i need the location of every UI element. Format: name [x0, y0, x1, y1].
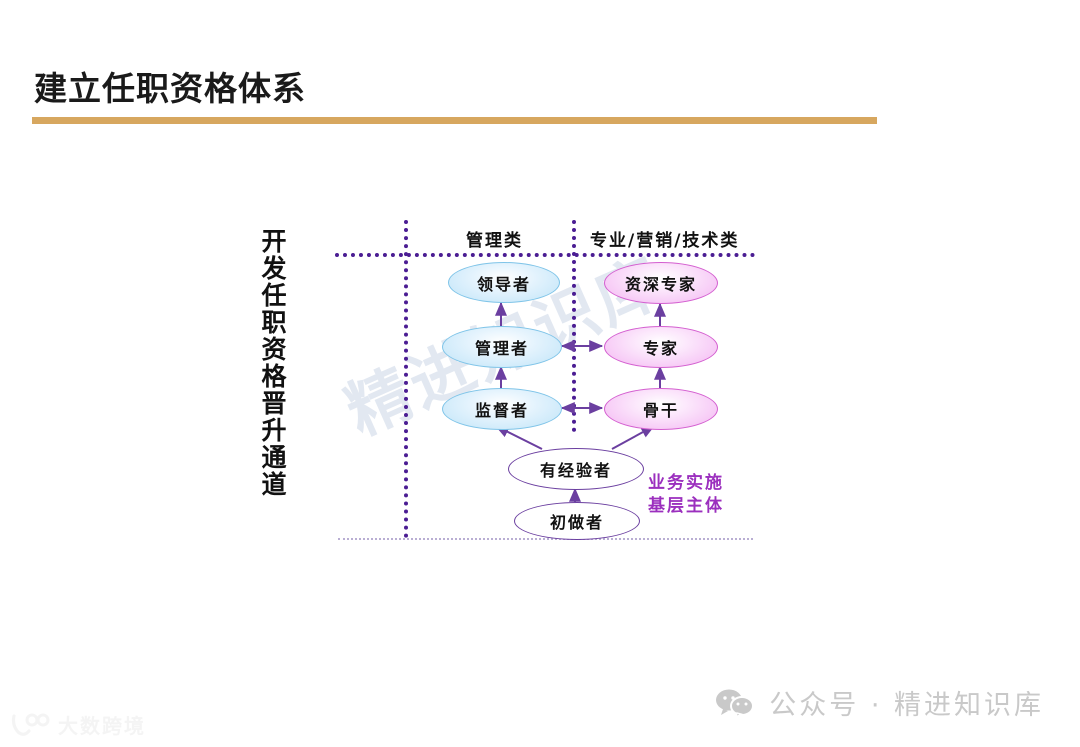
node-senior-expert[interactable]: 资深专家 — [604, 262, 718, 304]
wechat-icon — [716, 689, 755, 718]
brand-watermark-label: 大数跨境 — [58, 714, 146, 738]
diagram-side-label: 开发任职资格晋升通道 — [258, 228, 287, 498]
node-experienced[interactable]: 有经验者 — [508, 448, 644, 490]
column-header-management: 管理类 — [466, 231, 523, 251]
title-underline-rule — [32, 117, 877, 124]
wechat-watermark: 公众号 · 精进知识库 — [715, 683, 1044, 722]
node-leader[interactable]: 领导者 — [448, 262, 560, 303]
node-manager[interactable]: 管理者 — [442, 326, 562, 368]
divider-horizontal-top — [335, 253, 755, 257]
diagram-annotation: 业务实施 基层主体 — [648, 472, 724, 518]
divider-vertical-right — [572, 220, 576, 432]
node-expert[interactable]: 专家 — [604, 326, 718, 368]
wechat-watermark-label: 公众号 · 精进知识库 — [769, 690, 1044, 721]
node-novice[interactable]: 初做者 — [514, 502, 640, 540]
column-header-professional: 专业/营销/技术类 — [590, 231, 740, 251]
node-backbone[interactable]: 骨干 — [604, 388, 718, 430]
annotation-line-1: 业务实施 — [648, 473, 724, 493]
brand-watermark: 大数跨境 — [10, 710, 146, 739]
annotation-line-2: 基层主体 — [648, 495, 724, 516]
divider-baseline — [338, 538, 753, 540]
brand-logo-icon — [11, 713, 50, 736]
career-ladder-diagram: 精进知识库 开发任职资格晋升通道 管理类 专业/营销/技术类 领 — [230, 200, 810, 560]
node-supervisor[interactable]: 监督者 — [442, 388, 562, 430]
page-title: 建立任职资格体系 — [34, 69, 306, 108]
divider-vertical-left — [404, 220, 408, 538]
